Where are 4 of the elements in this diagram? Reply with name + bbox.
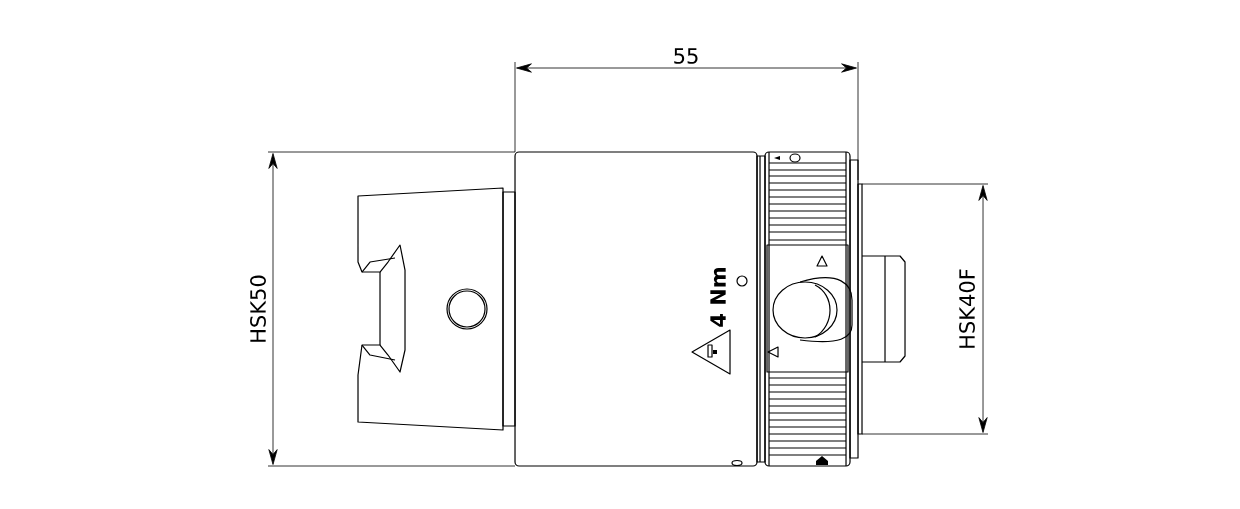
dimension-label: HSK40F: [959, 269, 975, 348]
dimension-label: HSK50: [250, 275, 266, 342]
torque-marking: 4 Nm: [710, 268, 726, 327]
dimension-label: 55: [674, 48, 698, 64]
